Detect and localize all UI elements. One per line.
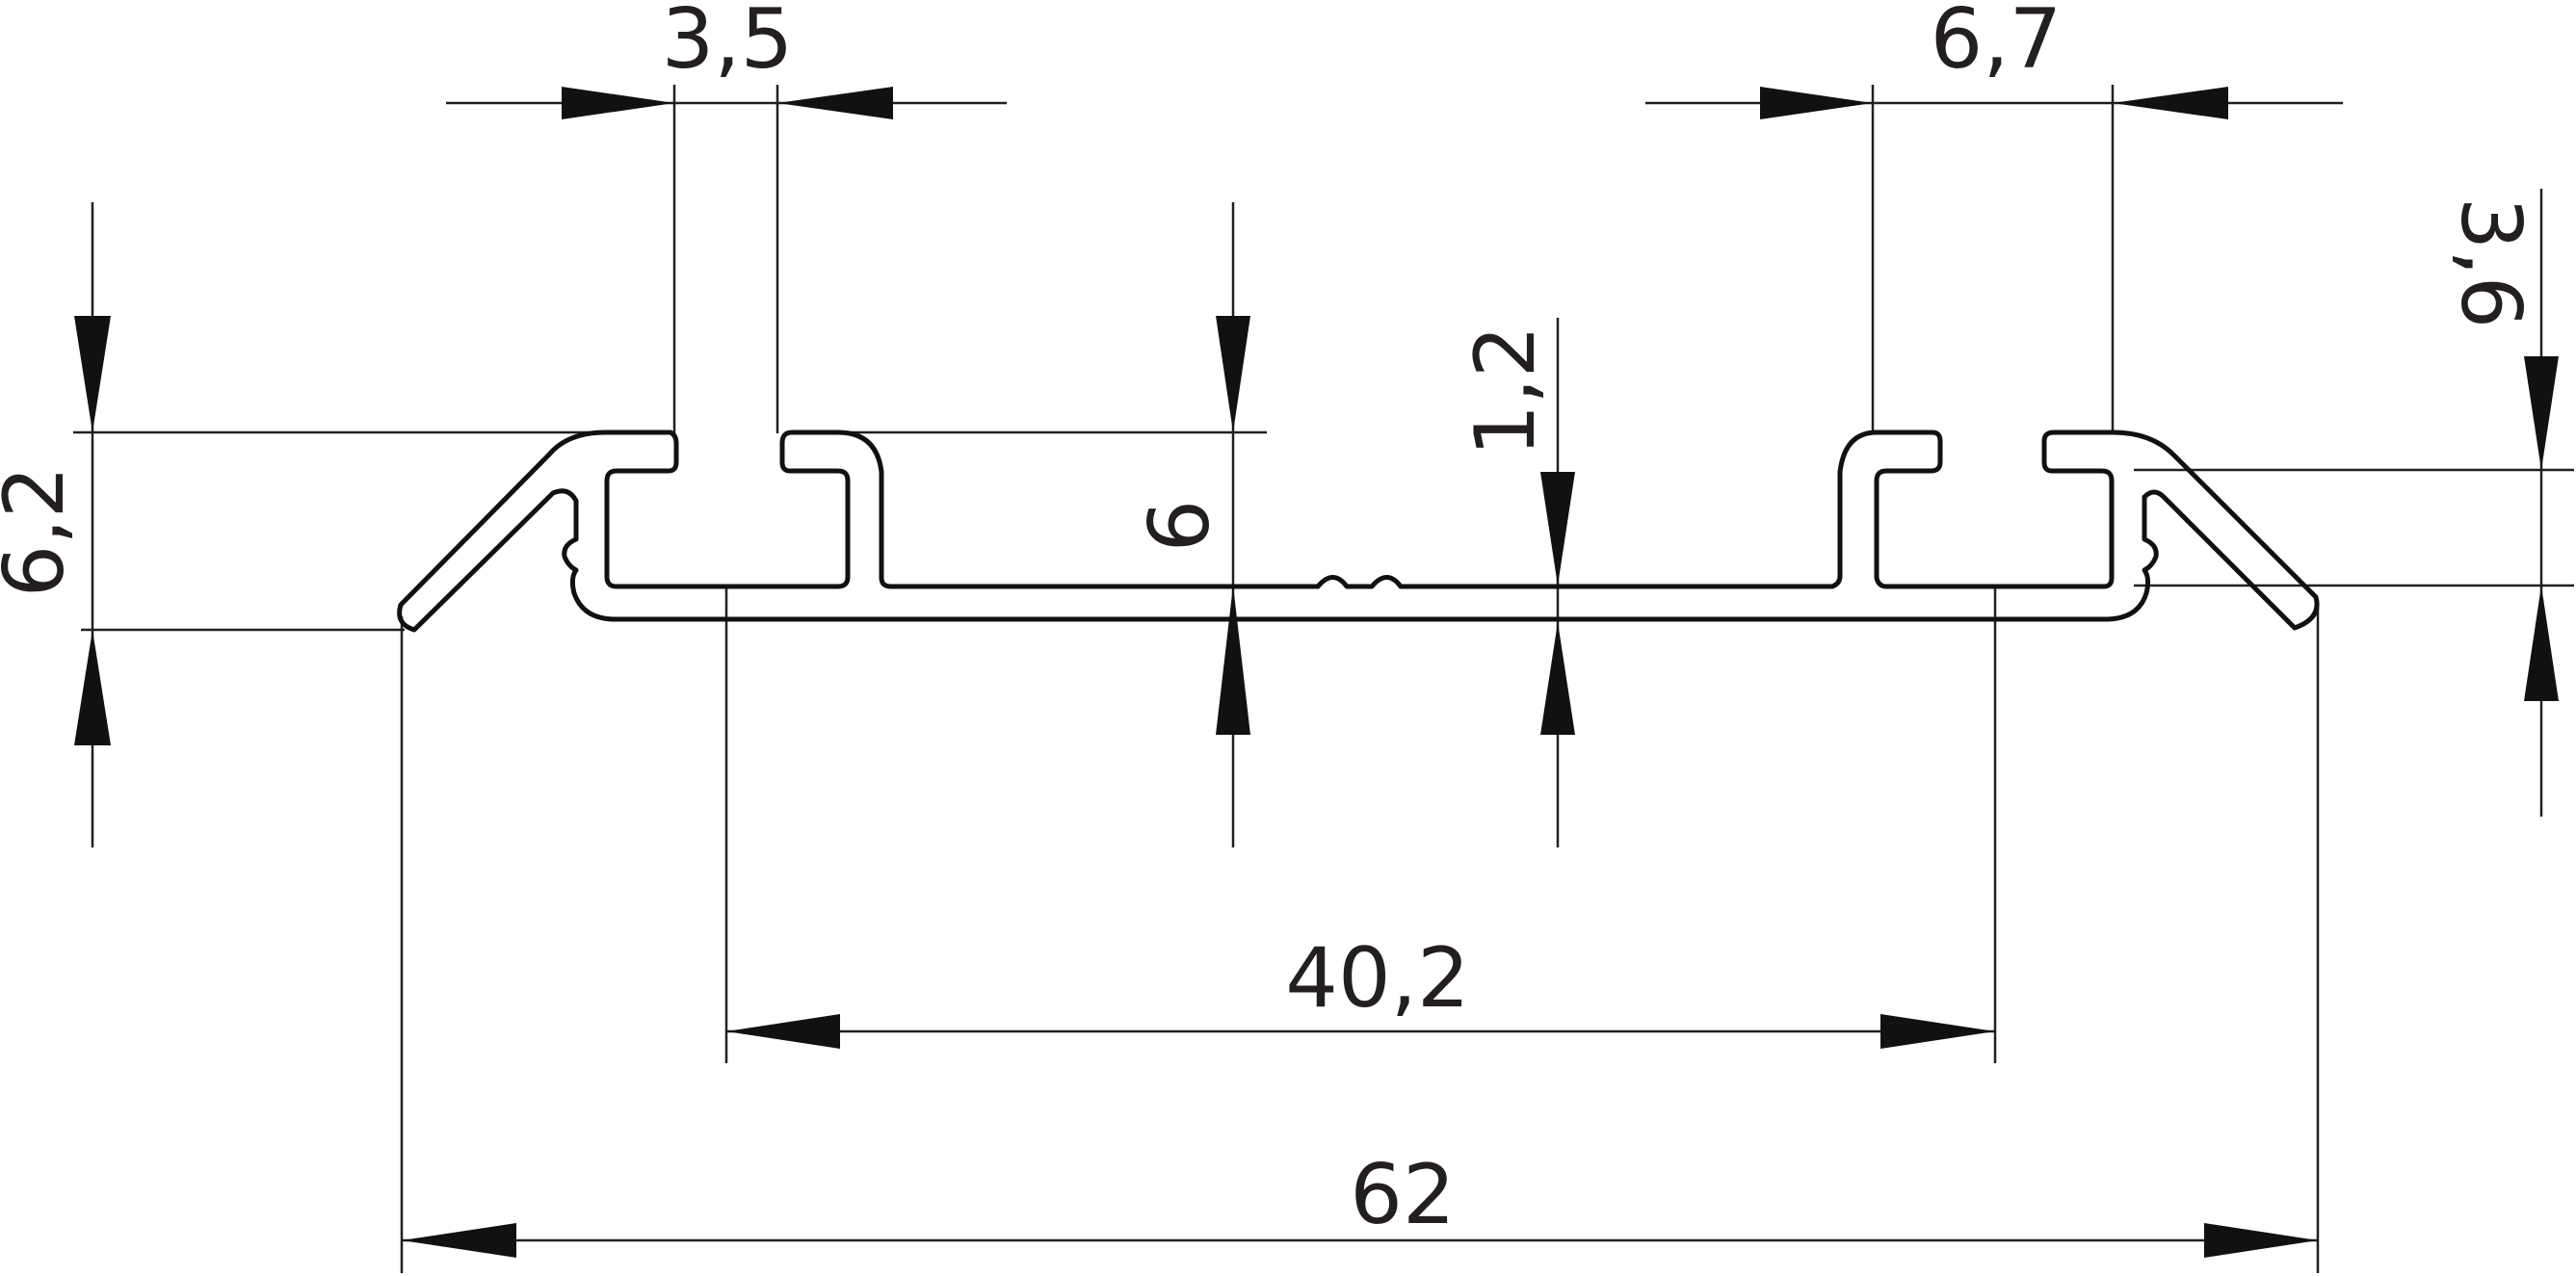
dimension-40-2: 40,2 — [1285, 930, 1469, 1027]
profile-outline — [397, 430, 2320, 633]
dimension-lines — [73, 85, 2574, 1273]
dimension-62: 62 — [1350, 1147, 1455, 1243]
dimension-6-2: 6,2 — [0, 466, 83, 598]
dimension-3-6: 3,6 — [2442, 197, 2538, 329]
dimension-6: 6 — [1132, 500, 1228, 553]
arrowheads — [74, 87, 2559, 1258]
dimension-6-7: 6,7 — [1931, 0, 2063, 88]
dimension-3-5: 3,5 — [662, 0, 794, 88]
dimension-1-2: 1,2 — [1458, 326, 1554, 457]
